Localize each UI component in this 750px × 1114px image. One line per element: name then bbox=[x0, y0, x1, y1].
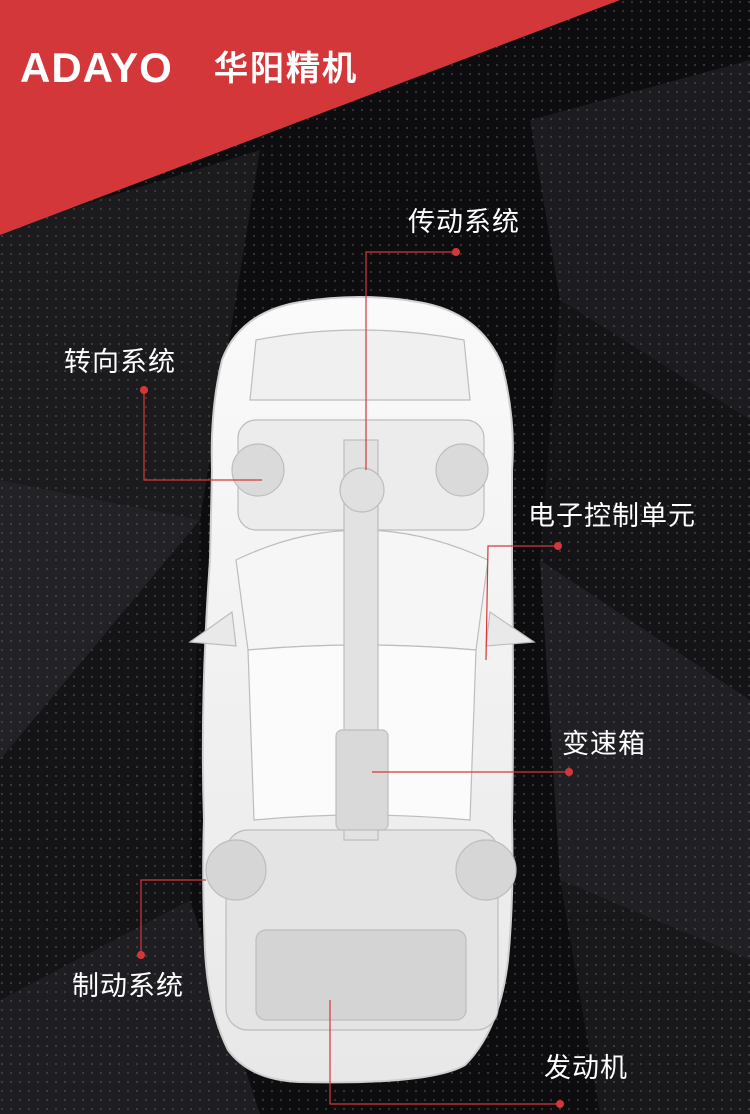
brand-logo-text: ADAYO bbox=[20, 44, 173, 91]
label-engine: 发动机 bbox=[544, 1053, 628, 1084]
callout-lines bbox=[140, 251, 569, 1105]
callout-line-transmission bbox=[365, 251, 456, 470]
rear-right-wheel bbox=[455, 839, 517, 901]
callout-dot bbox=[137, 951, 145, 959]
left-mirror bbox=[188, 610, 237, 647]
gearbox-housing bbox=[335, 729, 389, 831]
callout-line-steering bbox=[143, 390, 262, 481]
callout-dots bbox=[137, 248, 573, 1108]
label-gearbox: 变速箱 bbox=[562, 729, 646, 760]
hood-front bbox=[249, 329, 471, 401]
brand-name-chinese: 华阳精机 bbox=[214, 49, 358, 89]
callout-line-ecu bbox=[485, 545, 558, 661]
callout-dot bbox=[452, 248, 460, 256]
callout-dot bbox=[565, 768, 573, 776]
label-ecu: 电子控制单元 bbox=[528, 501, 696, 532]
label-transmission-system: 传动系统 bbox=[408, 207, 520, 238]
callout-line-brake bbox=[140, 879, 206, 955]
header-banner bbox=[0, 0, 620, 235]
label-steering-system: 转向系统 bbox=[64, 347, 176, 378]
callout-dot bbox=[556, 1100, 564, 1108]
front-left-wheel bbox=[231, 443, 285, 497]
callout-dot bbox=[554, 542, 562, 550]
callout-line-engine bbox=[329, 1000, 560, 1105]
transmission-joint bbox=[339, 467, 385, 513]
callout-dot bbox=[140, 386, 148, 394]
car-illustration bbox=[188, 296, 536, 1084]
rear-left-wheel bbox=[205, 839, 267, 901]
engine-block bbox=[255, 929, 467, 1021]
label-brake-system: 制动系统 bbox=[72, 971, 184, 1002]
right-mirror bbox=[485, 610, 536, 647]
front-right-wheel bbox=[435, 443, 489, 497]
